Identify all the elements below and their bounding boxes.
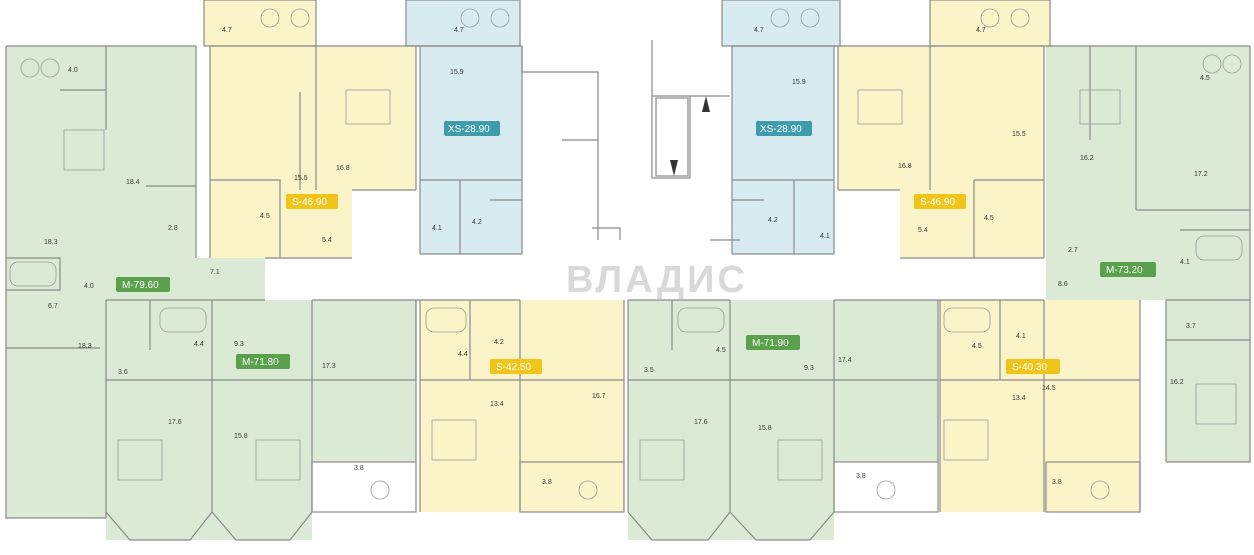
room-label: 18.4 (126, 179, 140, 186)
room-label: 9.3 (804, 365, 814, 372)
room-labels: 4.7 4.7 4.7 4.7 4.0 18.4 18.3 2.8 6.7 4.… (44, 27, 1210, 486)
room-label: 4.5 (1200, 75, 1210, 82)
room-label: 2.7 (1068, 247, 1078, 254)
apartment-a3-balcony (406, 0, 520, 46)
room-label: 16.8 (898, 163, 912, 170)
apartment-badge[interactable]: S-40.30 (1006, 359, 1060, 374)
room-label: 17.4 (838, 357, 852, 364)
room-label: 18.3 (78, 343, 92, 350)
apartment-a9-area[interactable] (628, 300, 938, 540)
room-label: 8.6 (1058, 281, 1068, 288)
apartment-badge[interactable]: M-71.90 (746, 335, 800, 350)
room-label: 4.1 (1016, 333, 1026, 340)
room-label: 13.4 (1012, 395, 1026, 402)
room-label: 6.7 (48, 303, 58, 310)
svg-text:S-46.90: S-46.90 (920, 197, 955, 208)
watermark: ВЛАДИС (566, 259, 748, 301)
room-label: 4.4 (458, 351, 468, 358)
room-label: 16.2 (1080, 155, 1094, 162)
room-label: 15.8 (758, 425, 772, 432)
svg-text:S-46.90: S-46.90 (292, 197, 327, 208)
apartment-a2-area[interactable] (210, 46, 416, 258)
apartment-a2-balcony (204, 0, 316, 46)
room-label: 17.2 (1194, 171, 1208, 178)
apartment-a5-balcony (930, 0, 1050, 46)
apartment-badge[interactable]: XS-28.90 (756, 121, 812, 136)
apartment-a3-area[interactable] (420, 46, 522, 254)
room-label: 4.2 (768, 217, 778, 224)
svg-text:M-71.80: M-71.80 (242, 357, 279, 368)
room-label: 16.2 (1170, 379, 1184, 386)
room-label: 17.3 (322, 363, 336, 370)
svg-text:S-40.30: S-40.30 (1012, 362, 1047, 373)
apartment-badge[interactable]: S-46.90 (286, 194, 338, 209)
room-label: 4.1 (432, 225, 442, 232)
svg-text:S-42.50: S-42.50 (496, 362, 531, 373)
room-label: 4.0 (68, 67, 78, 74)
room-label: 16.8 (336, 165, 350, 172)
room-label: 5.4 (322, 237, 332, 244)
room-label: 18.3 (44, 239, 58, 246)
room-label: 16.7 (592, 393, 606, 400)
apartment-a7-area[interactable] (106, 300, 416, 540)
room-label: 15.9 (450, 69, 464, 76)
apartment-a4-balcony (722, 0, 840, 46)
svg-text:M-73.20: M-73.20 (1106, 265, 1143, 276)
room-label: 2.8 (168, 225, 178, 232)
apartment-a10-area[interactable] (940, 300, 1140, 512)
apartment-badge[interactable]: S-42.50 (490, 359, 542, 374)
room-label: 13.4 (490, 401, 504, 408)
svg-text:XS-28.90: XS-28.90 (448, 124, 490, 135)
room-label: 4.5 (984, 215, 994, 222)
apartment-a4-area[interactable] (732, 46, 834, 254)
furniture (9, 8, 1243, 500)
room-label: 3.7 (1186, 323, 1196, 330)
room-label: 4.5 (716, 347, 726, 354)
room-label: 4.7 (454, 27, 464, 34)
room-label: 3.6 (118, 369, 128, 376)
svg-text:M-79.60: M-79.60 (122, 280, 159, 291)
room-label: 3.5 (644, 367, 654, 374)
room-label: 4.7 (976, 27, 986, 34)
apartment-a5-area[interactable] (838, 46, 1044, 258)
room-label: 4.2 (472, 219, 482, 226)
room-label: 4.0 (84, 283, 94, 290)
room-label: 4.2 (494, 339, 504, 346)
room-label: 4.5 (972, 343, 982, 350)
room-label: 4.1 (820, 233, 830, 240)
room-label: 5.4 (918, 227, 928, 234)
apartment-badge[interactable]: M-79.60 (116, 277, 170, 292)
room-label: 3.8 (542, 479, 552, 486)
room-label: 4.5 (260, 213, 270, 220)
room-label: 3.8 (1052, 479, 1062, 486)
room-label: 17.6 (694, 419, 708, 426)
apartment-badge[interactable]: M-71.80 (236, 354, 290, 369)
room-label: 9.3 (234, 341, 244, 348)
room-label: 4.1 (1180, 259, 1190, 266)
apartment-badge[interactable]: XS-28.90 (444, 121, 500, 136)
room-label: 15.5 (1012, 131, 1026, 138)
svg-text:XS-28.90: XS-28.90 (760, 124, 802, 135)
room-label: 3.8 (856, 473, 866, 480)
room-label: 15.9 (792, 79, 806, 86)
walls (5, 0, 1251, 541)
apartment-a8-area[interactable] (420, 300, 624, 512)
room-label: 17.6 (168, 419, 182, 426)
room-label: 15.5 (294, 175, 308, 182)
apartment-badge[interactable]: S-46.90 (914, 194, 966, 209)
svg-text:M-71.90: M-71.90 (752, 338, 789, 349)
room-label: 3.8 (354, 465, 364, 472)
apartment-badge[interactable]: M-73.20 (1100, 262, 1156, 277)
room-label: 4.7 (754, 27, 764, 34)
room-label: 4.4 (194, 341, 204, 348)
apartment-badges: M-79.60 S-46.90 XS-28.90 XS-28.90 S-46.9… (116, 121, 1156, 374)
room-label: 14.5 (1042, 385, 1056, 392)
room-label: 15.8 (234, 433, 248, 440)
stair-arrows (670, 96, 710, 176)
room-label: 7.1 (210, 269, 220, 276)
room-label: 4.7 (222, 27, 232, 34)
apartment-a6-area[interactable] (1046, 46, 1250, 462)
